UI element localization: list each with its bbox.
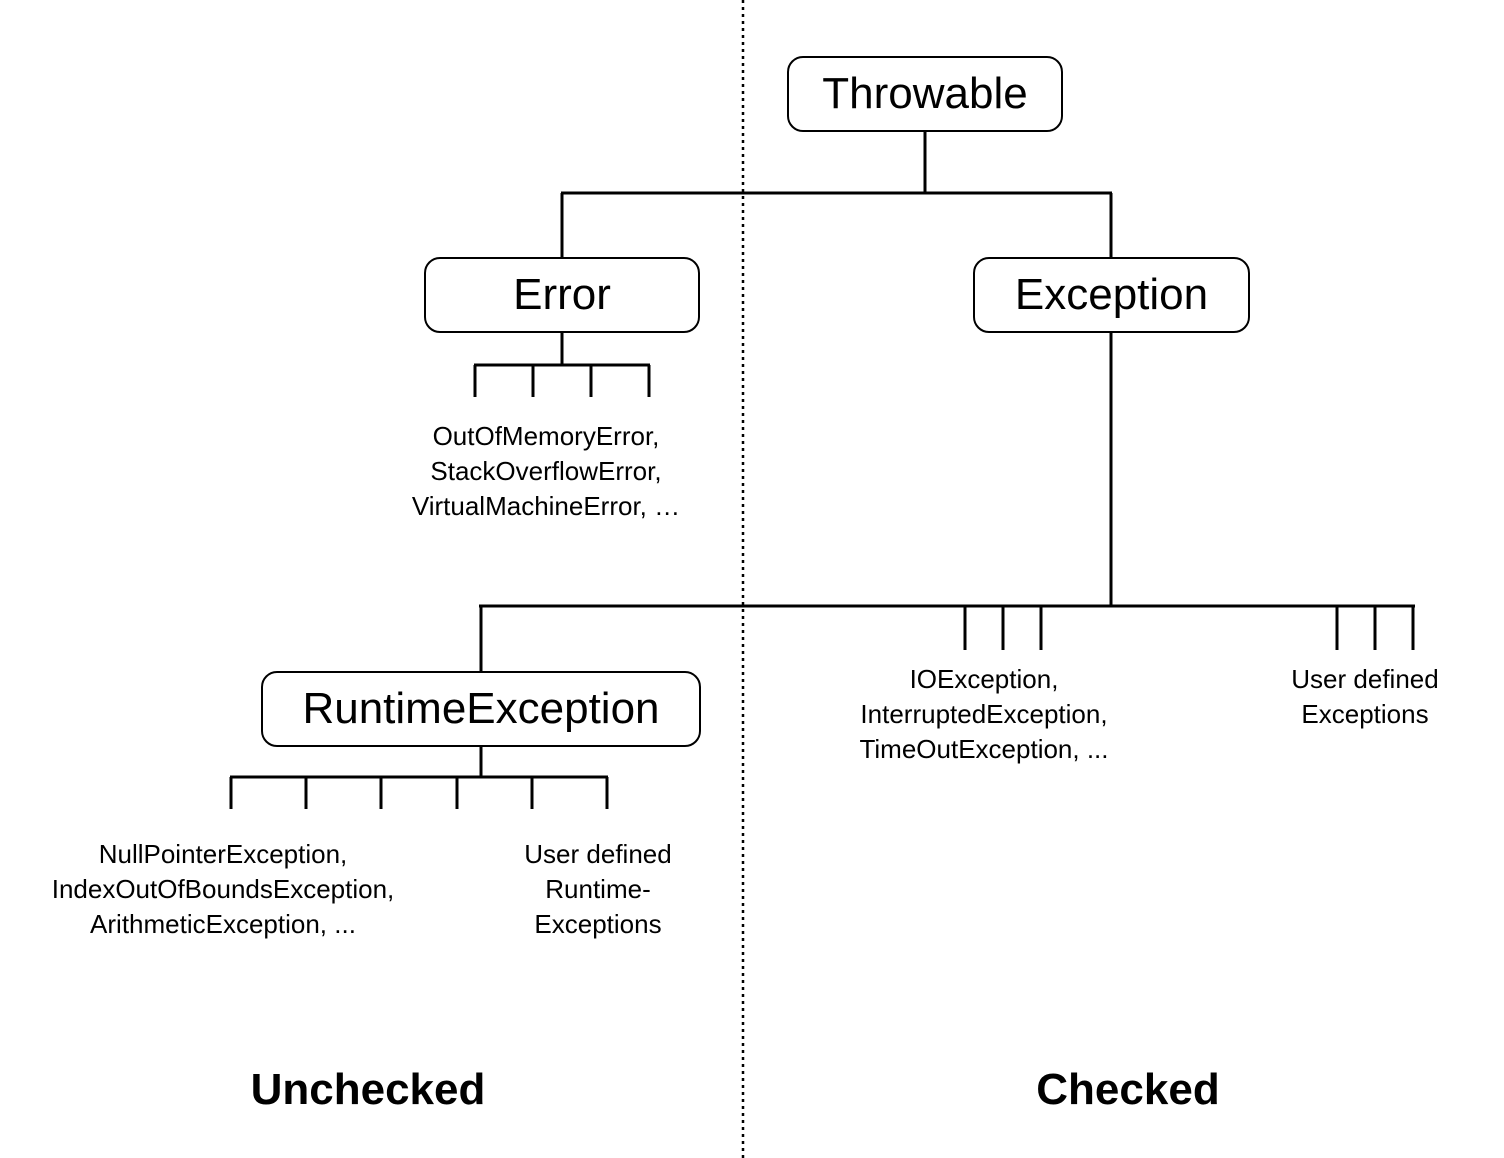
checked-exception: IOException,	[909, 664, 1059, 694]
checked-user-exceptions-list: User defined Exceptions	[1268, 662, 1462, 732]
runtime-exception: ArithmeticException, ...	[90, 909, 356, 939]
runtime-user-exception: Runtime-	[545, 874, 651, 904]
error-subclass: StackOverflowError,	[430, 456, 662, 486]
error-subclasses-list: OutOfMemoryError, StackOverflowError, Vi…	[380, 419, 712, 524]
checked-user-exception: User defined	[1291, 664, 1439, 694]
error-node: Error	[424, 257, 700, 333]
runtime-exception: NullPointerException,	[98, 839, 348, 869]
runtime-exception-label: RuntimeException	[302, 684, 660, 733]
exception-node: Exception	[973, 257, 1250, 333]
throwable-node: Throwable	[787, 56, 1063, 132]
error-label: Error	[513, 270, 611, 319]
checked-section-label: Checked	[1036, 1065, 1220, 1114]
throwable-label: Throwable	[822, 69, 1028, 118]
runtime-builtin-exceptions-list: NullPointerException, IndexOutOfBoundsEx…	[18, 837, 428, 942]
runtime-exception: IndexOutOfBoundsException,	[51, 874, 395, 904]
checked-user-exception: Exceptions	[1301, 699, 1429, 729]
checked-exception: TimeOutException, ...	[859, 734, 1109, 764]
runtime-user-exceptions-list: User defined Runtime- Exceptions	[500, 837, 696, 942]
checked-builtin-exceptions-list: IOException, InterruptedException, TimeO…	[834, 662, 1134, 767]
checked-exception: InterruptedException,	[860, 699, 1108, 729]
unchecked-section-label: Unchecked	[250, 1065, 486, 1114]
error-subclass: VirtualMachineError, …	[411, 491, 681, 521]
exception-label: Exception	[1014, 270, 1209, 319]
runtime-exception-node: RuntimeException	[261, 671, 701, 747]
runtime-user-exception: User defined	[524, 839, 672, 869]
runtime-user-exception: Exceptions	[534, 909, 662, 939]
error-subclass: OutOfMemoryError,	[432, 421, 660, 451]
